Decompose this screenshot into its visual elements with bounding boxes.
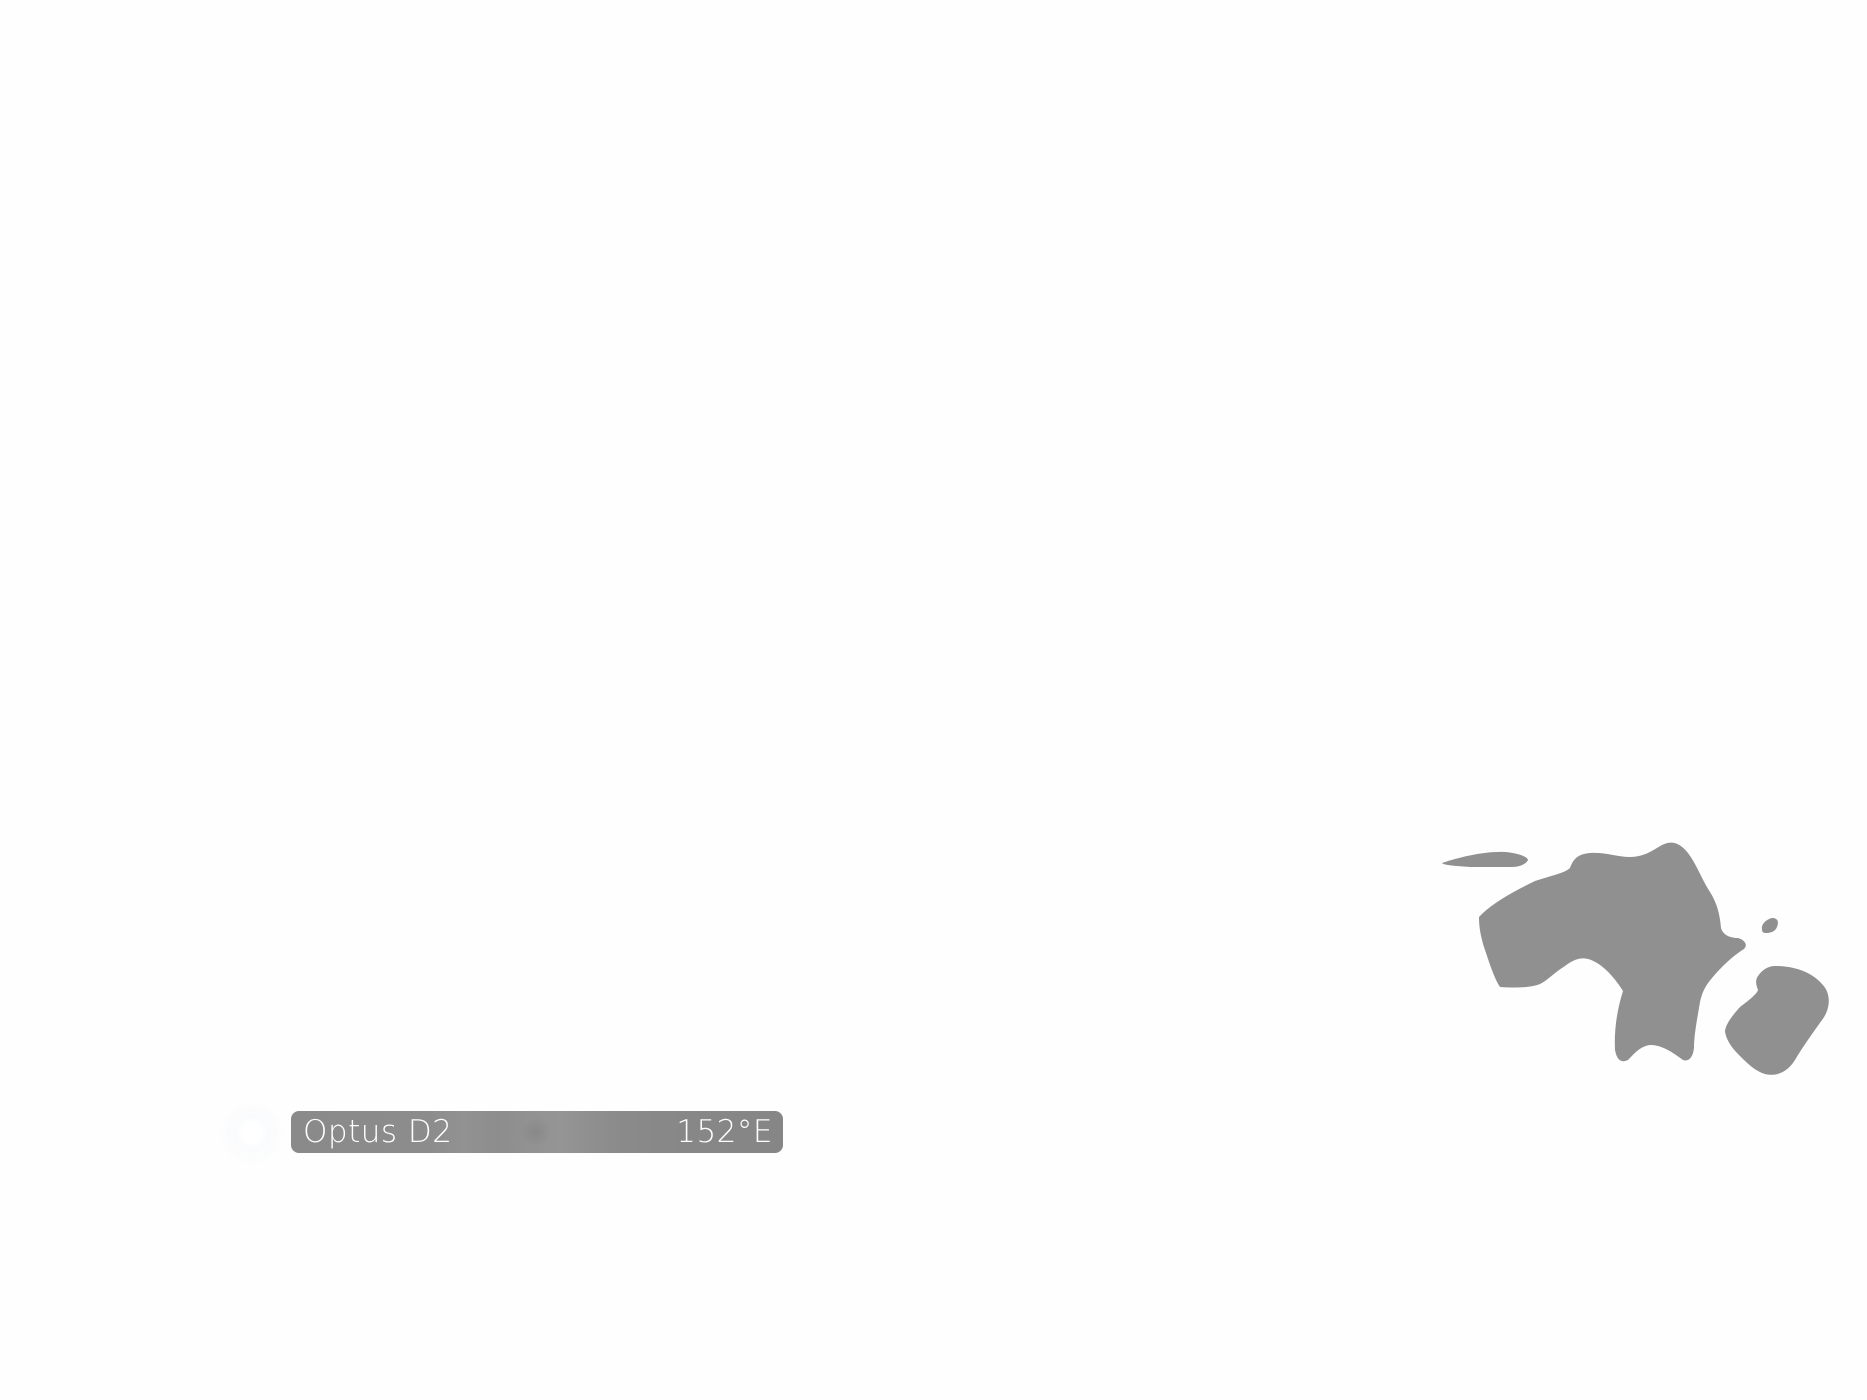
landmass-main	[1479, 842, 1746, 1062]
satellite-longitude: 152°E	[676, 1114, 773, 1150]
landmass-east-island	[1725, 966, 1829, 1075]
landmass-sliver	[1442, 851, 1528, 867]
satellite-name: Optus D2	[303, 1114, 453, 1150]
landmass-islet	[1761, 918, 1778, 933]
satellite-marker-icon[interactable]	[236, 1117, 268, 1149]
satellite-label[interactable]: Optus D2 152°E	[291, 1111, 783, 1153]
blurred-marker-artifact	[521, 1117, 551, 1147]
